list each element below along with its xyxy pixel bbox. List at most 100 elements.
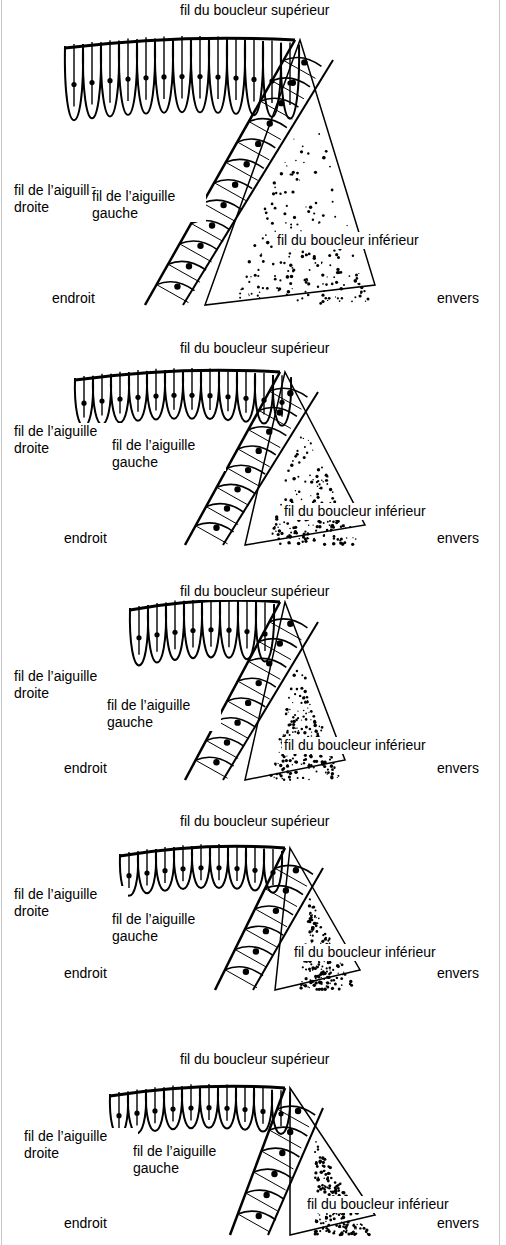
fabric-texture [340, 977, 343, 980]
fabric-texture [330, 775, 333, 778]
fabric-texture [266, 241, 270, 245]
fabric-texture [303, 731, 306, 734]
fabric-texture [324, 1186, 327, 1189]
fabric-texture [346, 1223, 349, 1226]
fabric-texture [323, 1177, 325, 1179]
fabric-texture [298, 461, 300, 463]
stitch-cross [245, 929, 277, 947]
needle-knot [283, 887, 289, 893]
fabric-texture [317, 1185, 320, 1188]
fabric-texture [336, 964, 339, 967]
fabric-texture [349, 526, 351, 528]
fabric-texture [317, 468, 320, 471]
lower-looper-thread [249, 119, 287, 128]
needle-knot [189, 393, 194, 398]
needle-knot [287, 621, 293, 627]
fabric-texture [292, 757, 294, 759]
needle-thread [172, 1085, 173, 1121]
fabric-texture [292, 526, 295, 529]
fabric-texture [333, 1217, 336, 1220]
fabric-texture [334, 1189, 337, 1192]
fabric-texture [289, 264, 292, 267]
stitch-cross [225, 970, 257, 988]
fabric-texture [315, 1230, 318, 1233]
fabric-texture [310, 916, 313, 919]
fabric-texture [321, 263, 322, 264]
lower-looper-thread [226, 159, 264, 168]
fabric-texture [311, 926, 315, 930]
fabric-texture [293, 216, 296, 219]
fabric-texture [251, 293, 253, 295]
fabric-texture [325, 1221, 326, 1222]
fabric-texture [274, 186, 276, 188]
needle-knot [135, 395, 140, 400]
fabric-texture [328, 973, 331, 976]
lower-looper-thread [225, 967, 263, 976]
fabric-texture [321, 983, 323, 985]
fabric-texture [319, 981, 322, 984]
fabric-texture [303, 162, 305, 164]
lower-looper-label: fil du boucleur inférieur [282, 737, 428, 754]
fabric-texture [341, 963, 344, 966]
fabric-texture [292, 267, 294, 269]
lower-looper-thread [269, 619, 307, 628]
fabric-texture [315, 988, 318, 991]
fabric-texture [322, 1227, 324, 1229]
lower-looper-thread [245, 926, 283, 935]
fabric-texture [317, 496, 320, 499]
needle-knot [197, 74, 202, 79]
needle-thread [236, 845, 237, 881]
fabric-texture [248, 293, 249, 294]
fabric-texture [340, 963, 341, 964]
fabric-texture [290, 688, 293, 691]
fabric-texture [353, 1233, 356, 1236]
fabric-texture [337, 777, 338, 778]
needle-knot [208, 627, 213, 632]
fabric-texture [302, 777, 304, 779]
fabric-texture [340, 271, 343, 274]
fabric-texture [276, 773, 279, 776]
fabric-texture [342, 524, 345, 527]
fabric-texture [274, 777, 275, 778]
needle-thread [73, 44, 74, 107]
fabric-texture [289, 734, 291, 736]
fabric-texture [305, 758, 308, 761]
fabric-texture [332, 526, 335, 529]
needle-thread [280, 1090, 281, 1126]
fabric-texture [343, 972, 344, 973]
fabric-texture [307, 986, 309, 988]
fabric-texture [353, 1223, 354, 1224]
fabric-texture [323, 761, 327, 765]
fabric-texture [345, 527, 346, 528]
fabric-texture [283, 521, 285, 523]
fabric-texture [316, 965, 318, 967]
fabric-texture [273, 181, 276, 184]
fabric-texture [306, 532, 309, 535]
needle-thread [118, 1092, 119, 1128]
fabric-texture [310, 495, 311, 496]
fabric-texture [276, 777, 278, 779]
fabric-texture [241, 288, 244, 291]
fabric-texture [342, 1191, 345, 1194]
fabric-texture [289, 779, 291, 781]
fabric-texture [313, 539, 316, 542]
fabric-texture [321, 965, 323, 967]
needle-thread [263, 373, 264, 415]
lower-looper-thread [180, 241, 218, 250]
needle-knot [301, 59, 307, 65]
needle-knot [207, 393, 212, 398]
stitch-cross [246, 1193, 278, 1211]
fabric-texture [304, 531, 306, 533]
fabric-texture [292, 716, 294, 718]
fabric-texture [253, 244, 256, 247]
fabric-texture [328, 1184, 331, 1187]
fabric-texture [337, 297, 339, 299]
needle-knot [170, 1107, 175, 1112]
fabric-texture [309, 755, 313, 759]
fabric-texture [283, 212, 286, 215]
fabric-texture [259, 297, 261, 299]
fabric-texture [320, 730, 322, 732]
fabric-texture [324, 1170, 326, 1172]
needle-knot [134, 1111, 139, 1116]
fabric-texture [323, 543, 326, 546]
